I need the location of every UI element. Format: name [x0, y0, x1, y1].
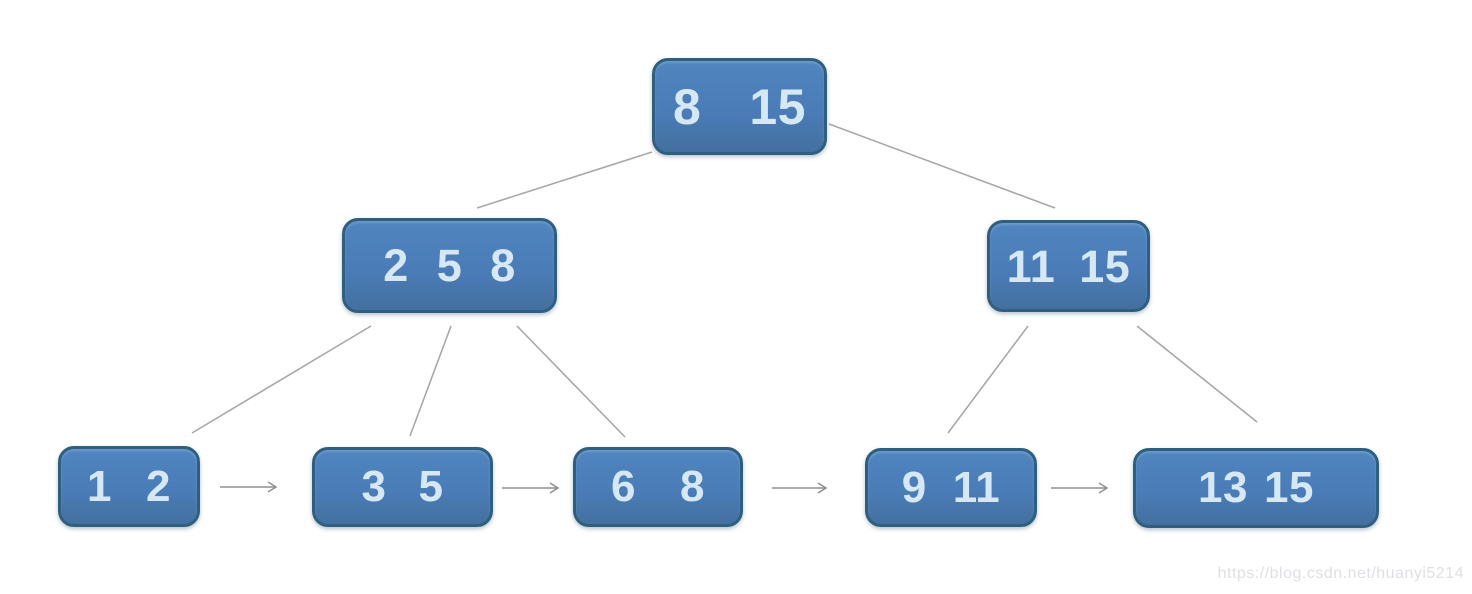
node-key: 2	[383, 240, 409, 291]
node-key: 5	[418, 462, 444, 511]
node-key: 11	[1006, 240, 1056, 292]
node-key: 6	[611, 462, 636, 511]
tree-edge-root-internal-left	[476, 151, 653, 209]
node-key: 8	[673, 78, 702, 135]
node-key: 13	[1198, 463, 1248, 512]
tree-node-internal-right: 11 15	[987, 220, 1150, 312]
node-key: 15	[749, 78, 806, 135]
tree-node-leaf-4: 9 11	[865, 448, 1037, 527]
node-key: 8	[490, 240, 516, 291]
node-key: 8	[680, 462, 705, 511]
node-key: 2	[146, 461, 171, 511]
tree-node-leaf-5: 13 15	[1133, 448, 1379, 528]
node-key: 3	[361, 462, 387, 511]
tree-edge-internal-right-leaf-5	[1136, 325, 1258, 423]
tree-edge-internal-right-leaf-4	[947, 325, 1029, 434]
node-key: 15	[1264, 463, 1314, 512]
node-key: 9	[901, 462, 927, 512]
node-key: 5	[436, 240, 463, 291]
tree-edge-internal-left-leaf-2	[409, 325, 452, 437]
node-key: 11	[952, 462, 1001, 512]
tree-node-root: 8 15	[652, 58, 827, 155]
node-key: 15	[1079, 240, 1131, 292]
watermark-text: https://blog.csdn.net/huanyi5214	[1217, 565, 1464, 582]
tree-edge-internal-left-leaf-3	[516, 325, 626, 438]
node-key: 1	[87, 461, 112, 511]
tree-edge-root-internal-right	[828, 123, 1056, 209]
tree-edge-internal-left-leaf-1	[191, 325, 372, 434]
